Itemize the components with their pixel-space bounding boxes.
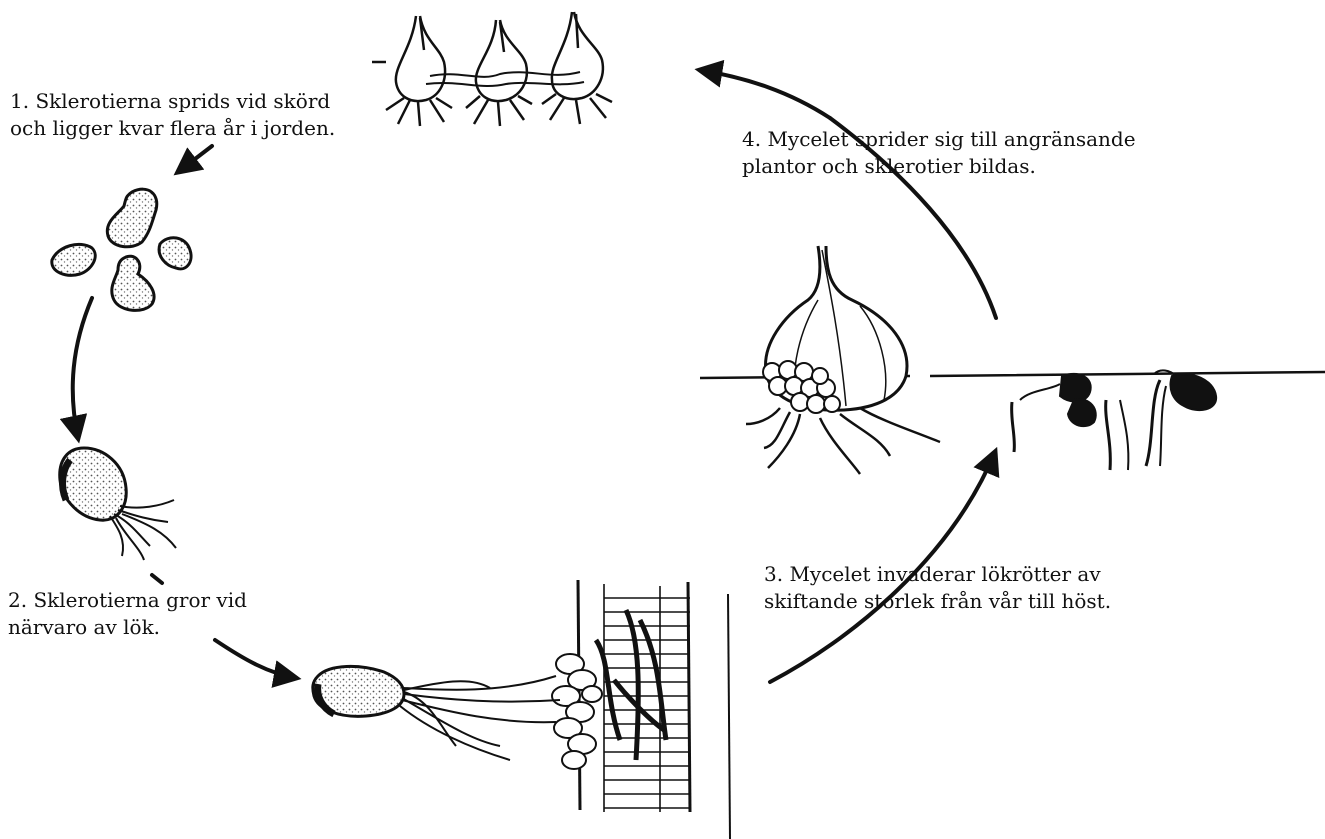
hyphae-strands (400, 676, 560, 760)
root-cells (604, 584, 690, 812)
step-4-line-1: 4. Mycelet sprider sig till angränsande (742, 126, 1136, 153)
bulb-top-3 (542, 12, 612, 124)
neighbour-plants (1012, 370, 1217, 470)
germinating-sclerotium (60, 448, 176, 560)
step-3-label: 3. Mycelet invaderar lökrötter av skifta… (764, 561, 1111, 615)
root-wall-right (688, 582, 690, 812)
root-invasion-illustration (313, 580, 730, 839)
infection-cushion (552, 654, 602, 769)
step-1-line-2: och ligger kvar flera år i jorden. (10, 115, 335, 142)
sclerotium-bottom (112, 256, 154, 310)
arrow-2-tick (152, 575, 162, 583)
root-axis-line (728, 594, 730, 839)
step-1-label: 1. Sklerotierna sprids vid skörd och lig… (10, 88, 335, 142)
step-3-line-1: 3. Mycelet invaderar lökrötter av (764, 561, 1111, 588)
large-bulb-illustration (700, 246, 1325, 474)
sclerotium-large (107, 189, 156, 247)
sclerotia-illustration (52, 189, 191, 310)
step-3-line-2: skiftande storlek från vår till höst. (764, 588, 1111, 615)
arrow-2-to-roots (215, 640, 296, 678)
arrow-4-head-segment (700, 70, 830, 118)
arrow-sclerotia-to-germinating (73, 298, 92, 438)
step-4-label: 4. Mycelet sprider sig till angränsande … (742, 126, 1136, 180)
step-2-line-2: närvaro av lök. (8, 614, 247, 641)
step-1-line-1: 1. Sklerotierna sprids vid skörd (10, 88, 335, 115)
sclerotium-right (159, 238, 191, 269)
arrow-1-to-sclerotia (178, 146, 212, 172)
top-bulbs-illustration (372, 12, 612, 126)
sclerotium-left (52, 244, 95, 275)
step-2-label: 2. Sklerotierna gror vid närvaro av lök. (8, 587, 247, 641)
bulb-roots (746, 408, 940, 474)
step-4-line-2: plantor och sklerotier bildas. (742, 153, 1136, 180)
step-2-line-1: 2. Sklerotierna gror vid (8, 587, 247, 614)
bulb-top-1 (386, 16, 452, 126)
